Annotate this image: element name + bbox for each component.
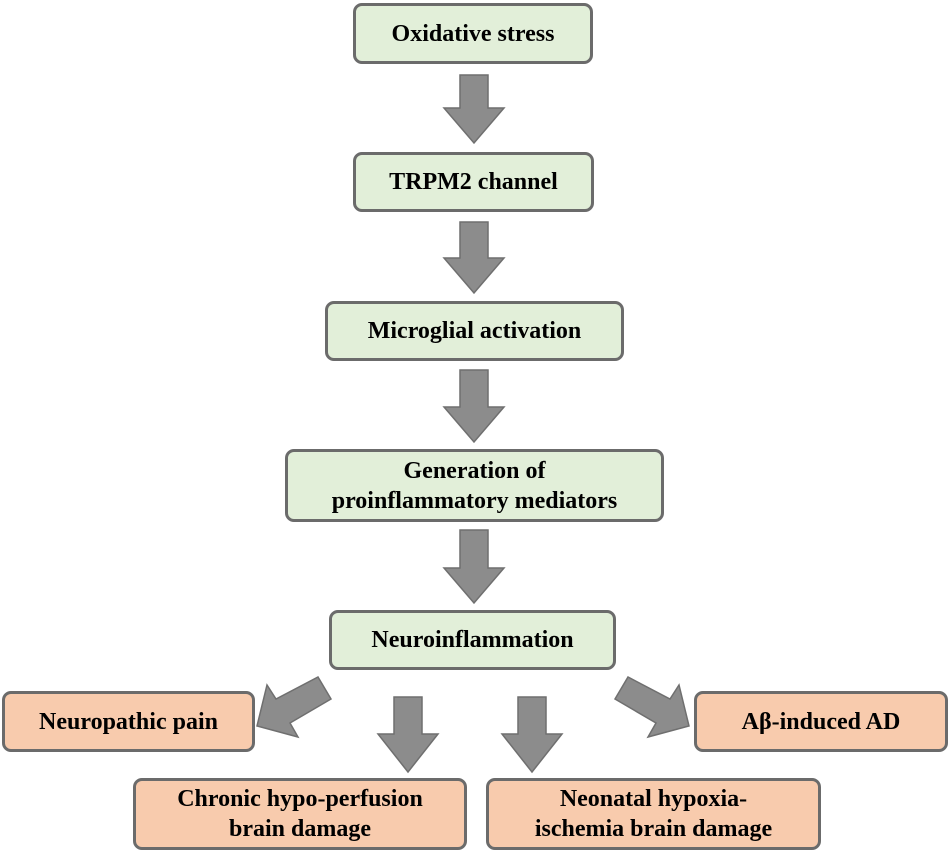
arrow-oxidative-to-trpm2 (442, 74, 506, 145)
node-trpm2-channel: TRPM2 channel (353, 152, 594, 212)
node-neuropathic-pain: Neuropathic pain (2, 691, 255, 752)
node-oxidative-stress: Oxidative stress (353, 3, 593, 64)
node-neonatal-line1: Neonatal hypoxia- (559, 786, 748, 812)
node-oxidative-stress-label: Oxidative stress (391, 20, 555, 47)
arrow-to-chronic-hypoperfusion (376, 696, 440, 774)
node-neuroinflammation-label: Neuroinflammation (371, 627, 574, 653)
node-neuroinflammation: Neuroinflammation (329, 610, 616, 670)
node-proinflammatory-line2: proinflammatory mediators (331, 487, 618, 514)
node-chronic-line2: brain damage (228, 816, 371, 842)
node-microglial-activation-label: Microglial activation (367, 318, 582, 344)
node-microglial-activation: Microglial activation (325, 301, 624, 361)
arrow-to-abeta-ad (613, 676, 690, 739)
node-proinflammatory-mediators: Generation of proinflammatory mediators (285, 449, 664, 522)
node-proinflammatory-line1: Generation of (403, 457, 546, 484)
node-trpm2-channel-label: TRPM2 channel (389, 169, 558, 195)
node-abeta-induced-ad: Aβ-induced AD (694, 691, 948, 752)
arrow-microglial-to-generation (442, 369, 506, 444)
node-abeta-induced-ad-label: Aβ-induced AD (741, 708, 901, 735)
node-neonatal-line2: ischemia brain damage (534, 816, 773, 842)
node-neuropathic-pain-label: Neuropathic pain (39, 708, 218, 735)
arrow-to-neonatal-hypoxia (500, 696, 564, 774)
node-neonatal-hypoxia: Neonatal hypoxia- ischemia brain damage (486, 778, 821, 850)
arrow-to-neuropathic-pain (256, 676, 333, 739)
arrow-generation-to-neuroinflammation (442, 529, 506, 605)
arrow-trpm2-to-microglial (442, 221, 506, 295)
node-chronic-hypoperfusion: Chronic hypo-perfusion brain damage (133, 778, 467, 850)
node-chronic-line1: Chronic hypo-perfusion (177, 786, 423, 812)
